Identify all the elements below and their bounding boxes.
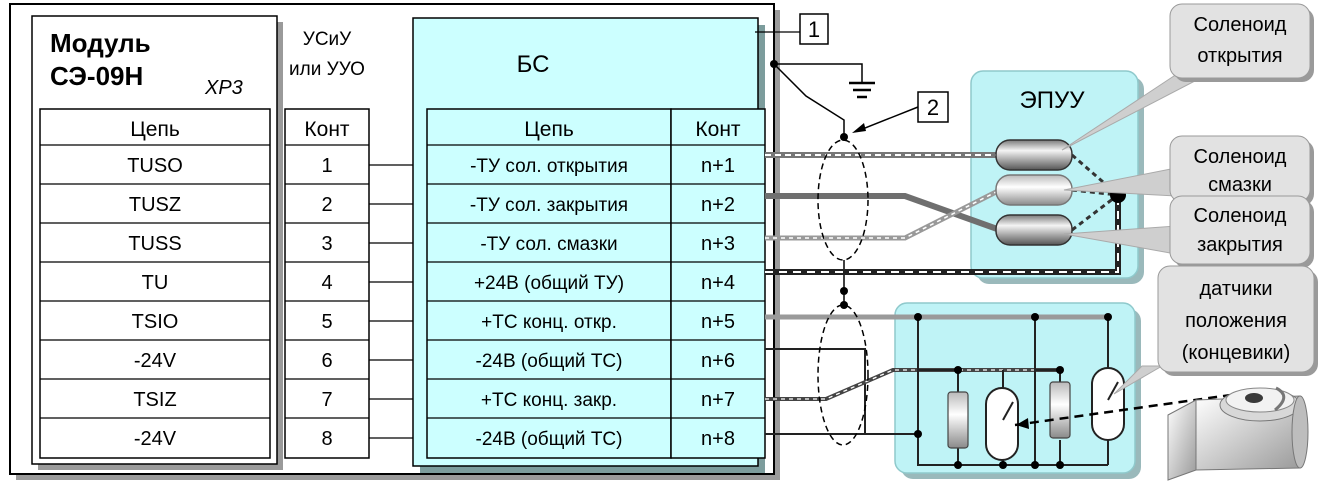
cable-shield-upper	[817, 139, 869, 261]
marker-1-label: 1	[808, 17, 820, 42]
module-row-contact: 2	[321, 194, 332, 216]
bs-row-circuit: -24В (общий ТС)	[476, 429, 623, 450]
module-row-circuit: TUSO	[127, 155, 183, 177]
module-col-circuit: Цепь	[130, 118, 180, 141]
bs-row-contact: n+5	[701, 311, 735, 333]
callout-close-line1: Соленоид	[1194, 205, 1287, 227]
actuator-arrowhead	[1016, 418, 1029, 429]
bs-contact-table	[670, 108, 766, 459]
bs-row-contact: n+7	[701, 389, 735, 411]
callout-close-line2: закрытия	[1197, 234, 1283, 256]
bs-row-contact: n+4	[701, 272, 735, 294]
module-title-line2: СЭ-09Н	[50, 61, 143, 91]
bs-row-contact: n+6	[701, 350, 735, 372]
callout-sensors-line1: датчики	[1199, 278, 1272, 300]
module-row-contact: 8	[321, 428, 332, 450]
bs-row-contact: n+2	[701, 194, 735, 216]
module-row-circuit: TSIO	[132, 311, 179, 333]
limit-switch-icon	[1091, 367, 1125, 441]
sensor-nodes	[914, 313, 1112, 469]
valve-icon	[1167, 386, 1309, 481]
callout-lube-line1: Соленоид	[1194, 146, 1287, 168]
module-connector-label: XP3	[204, 77, 243, 99]
solenoid-close-icon	[995, 214, 1073, 246]
module-row-contact: 1	[321, 155, 332, 177]
device-table-border	[284, 108, 370, 459]
actuator-link	[1014, 391, 1246, 427]
bs-title: БС	[517, 51, 550, 78]
callout-close	[1169, 195, 1311, 265]
module-row-circuit: -24V	[134, 350, 177, 372]
bs-row-circuit: +ТС конц. откр.	[481, 312, 617, 333]
callout-sensors-line3: (концевики)	[1182, 342, 1291, 364]
wire-n2	[765, 193, 1002, 233]
module-row-circuit: -24V	[134, 428, 177, 450]
module-row-circuit: TSIZ	[133, 389, 176, 411]
marker-1-box	[799, 13, 829, 45]
module-table-grid	[40, 144, 270, 419]
marker-2-box	[917, 91, 949, 123]
bs-col-circuit: Цепь	[524, 118, 574, 141]
callout-open-line2: открытия	[1197, 45, 1282, 67]
marker-2-arrowhead	[852, 123, 866, 133]
module-row-contact: 4	[321, 272, 332, 294]
device-label-line1: УСиУ	[303, 29, 352, 50]
bs-row-circuit: -ТУ сол. закрытия	[470, 195, 628, 216]
callout-sensors-line2: положения	[1185, 310, 1287, 332]
bs-row-circuit: -24В (общий ТС)	[476, 351, 623, 372]
module-row-contact: 7	[321, 389, 332, 411]
bs-table-grid	[427, 144, 765, 419]
shield-junction-lower2	[840, 301, 848, 309]
module-row-circuit: TU	[142, 272, 169, 294]
cable-shield-lower	[817, 304, 869, 446]
callout-sensors	[1157, 265, 1315, 373]
epuu-label: ЭПУУ	[1020, 87, 1086, 114]
callout-open	[1169, 3, 1311, 79]
shield-wire-upper	[773, 63, 845, 137]
ground-wire	[774, 63, 863, 82]
callout-open-line1: Соленоид	[1194, 14, 1287, 36]
device-label-line2: или УУО	[289, 59, 365, 80]
bs-row-circuit: -ТУ сол. открытия	[470, 156, 628, 177]
limit-switch-icon	[985, 387, 1019, 461]
shield-junction-lower	[840, 287, 848, 295]
bs-row-circuit: +ТС конц. закр.	[481, 390, 617, 411]
marker-2-arrow	[859, 106, 919, 131]
module-title-line1: Модуль	[50, 28, 151, 58]
module-row-contact: 6	[321, 350, 332, 372]
bs-row-contact: n+8	[701, 428, 735, 450]
resistor-icon	[947, 391, 969, 449]
callout-lube-line2: смазки	[1208, 174, 1272, 196]
solenoid-lube-icon	[995, 174, 1073, 206]
module-row-contact: 3	[321, 233, 332, 255]
marker-2-label: 2	[927, 95, 939, 120]
solenoid-open-icon	[995, 139, 1073, 171]
module-row-circuit: TUSZ	[129, 194, 181, 216]
bs-col-contact: Конт	[695, 118, 741, 141]
bs-row-circuit: -ТУ сол. смазки	[480, 234, 617, 255]
device-table-grid	[285, 144, 369, 419]
module-table-border	[39, 108, 271, 459]
resistor-icon	[1049, 381, 1071, 439]
bs-row-contact: n+3	[701, 233, 735, 255]
shield-junction-upper	[840, 133, 848, 141]
ground-icon	[849, 81, 875, 99]
module-row-circuit: TUSS	[128, 233, 181, 255]
bs-circuit-table	[426, 108, 672, 459]
bs-row-circuit: +24В (общий ТУ)	[474, 273, 624, 294]
module-col-contact: Конт	[304, 118, 350, 141]
callout-sensors-pointer	[1113, 365, 1164, 395]
bs-row-contact: n+1	[701, 155, 735, 177]
module-row-contact: 5	[321, 311, 332, 333]
